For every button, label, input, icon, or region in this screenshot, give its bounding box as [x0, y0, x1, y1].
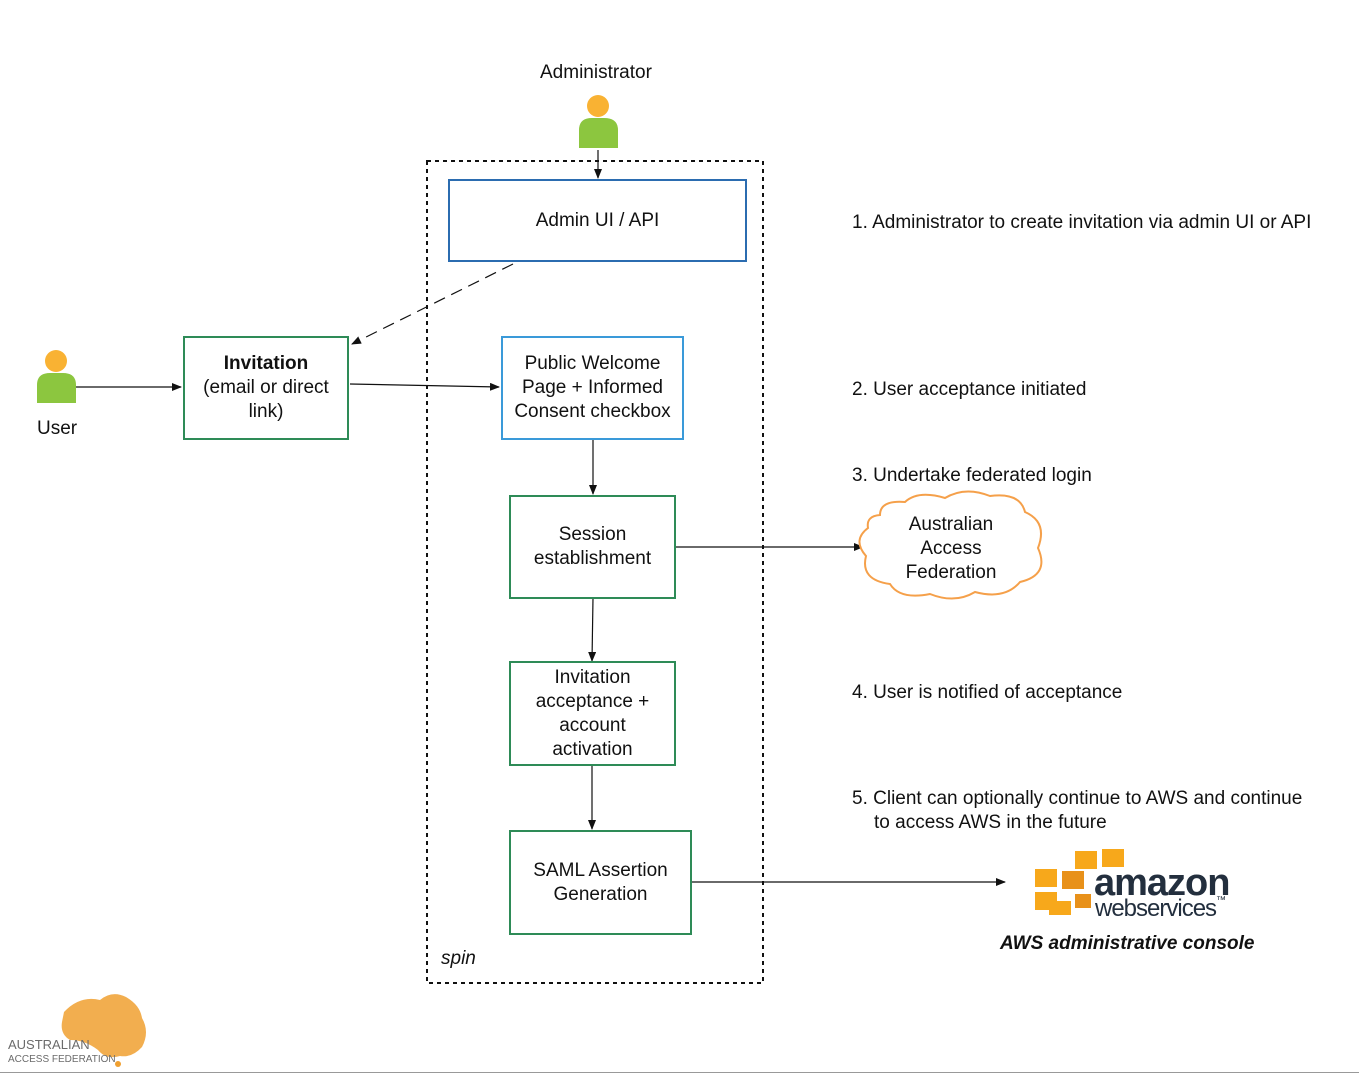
welcome-page-label: Public Welcome Page + Informed Consent c… — [514, 353, 671, 422]
aaf-cloud-shape — [858, 490, 1043, 600]
step-4: 4. User is notified of acceptance — [852, 682, 1123, 703]
saml-box: SAML Assertion Generation — [509, 830, 692, 935]
administrator-person-icon — [579, 95, 618, 148]
acceptance-box: Invitation acceptance + account activati… — [509, 661, 676, 766]
spin-label: spin — [441, 948, 476, 969]
arrow-session-to-acceptance — [588, 597, 597, 662]
user-label: User — [37, 418, 78, 439]
aws-amazon-wordmark: amazon — [1094, 862, 1230, 904]
aaf-cloud-line3: Federation — [905, 562, 997, 583]
welcome-page-box: Public Welcome Page + Informed Consent c… — [501, 336, 684, 440]
acceptance-label: Invitation acceptance + account activati… — [535, 666, 650, 760]
aaf-logo-line2: ACCESS FEDERATION — [8, 1054, 116, 1065]
step-3: 3. Undertake federated login — [852, 465, 1092, 486]
invitation-box: Invitation (email or direct link) — [183, 336, 349, 440]
aaf-cloud-label: Australian Access Federation — [880, 513, 1022, 585]
admin-ui-label: Admin UI / API — [535, 209, 660, 231]
aws-webservices-text: webservices — [1095, 895, 1217, 922]
invitation-subtitle: (email or direct link) — [203, 377, 329, 422]
invitation-title: Invitation — [223, 353, 309, 374]
aaf-logo-icon — [61, 994, 146, 1067]
session-box: Session establishment — [509, 495, 676, 599]
aws-console-caption: AWS administrative console — [1000, 933, 1255, 954]
step-2: 2. User acceptance initiated — [852, 379, 1087, 400]
step-1: 1. Administrator to create invitation vi… — [852, 212, 1312, 233]
step-5-line1: 5. Client can optionally continue to AWS… — [852, 788, 1303, 809]
spin-container — [426, 160, 764, 984]
arrow-ui-to-invitation — [351, 263, 514, 345]
aaf-cloud-line2: Access — [920, 538, 982, 559]
aaf-cloud-line1: Australian — [908, 514, 994, 535]
user-person-icon — [37, 350, 76, 403]
aaf-logo-line1: AUSTRALIAN — [8, 1037, 90, 1052]
administrator-label: Administrator — [540, 62, 652, 83]
step-5-line2: to access AWS in the future — [874, 812, 1107, 833]
arrow-invitation-to-welcome — [349, 382, 500, 391]
aws-tm-mark: ™ — [1216, 895, 1226, 906]
admin-ui-box: Admin UI / API — [448, 179, 747, 262]
bottom-divider — [0, 1072, 1359, 1073]
aws-cubes-icon — [1035, 849, 1124, 915]
saml-label: SAML Assertion Generation — [533, 859, 668, 905]
session-label: Session establishment — [533, 524, 652, 569]
aws-webservices-wordmark: webservices™ — [1095, 895, 1226, 923]
